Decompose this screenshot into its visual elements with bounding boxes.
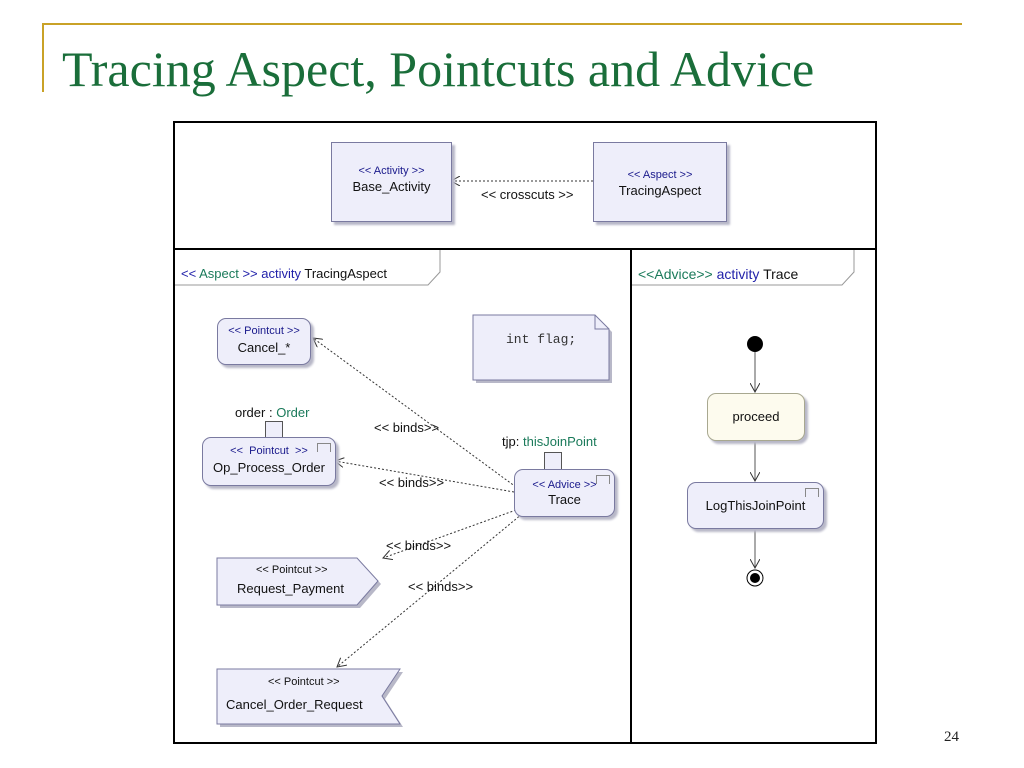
page-number: 24: [944, 729, 959, 745]
pointcut-cancel-order-request-name: Cancel_Order_Request: [226, 697, 363, 712]
tracing-aspect-box[interactable]: << Aspect >> TracingAspect: [593, 142, 727, 222]
pointcut-op-process-order-name: Op_Process_Order: [213, 460, 325, 475]
aspect-header-stereo-word: Aspect: [199, 266, 239, 281]
crosscuts-label: << crosscuts >>: [481, 187, 574, 202]
tjp-param-name: tjp: [502, 434, 516, 449]
advice-header-name: Trace: [763, 266, 799, 282]
advice-header-stereo: <<Advice>>: [638, 266, 713, 282]
tracing-aspect-stereotype: << Aspect >>: [627, 169, 693, 181]
pointcut-request-payment-stereotype: << Pointcut >>: [256, 564, 328, 576]
binds-connector-request-payment: [383, 509, 517, 558]
binds-connector-cancel: [313, 338, 517, 488]
log-this-join-point-label: LogThisJoinPoint: [705, 498, 806, 513]
order-param-label: order : Order: [235, 405, 309, 420]
aspect-panel-header: << Aspect >> activity TracingAspect: [181, 266, 387, 281]
activity-corner-icon: [596, 475, 610, 484]
pointcut-cancel-order-request-stereotype: << Pointcut >>: [268, 676, 340, 688]
advice-trace-stereotype: << Advice >>: [532, 479, 597, 491]
tjp-param-type: thisJoinPoint: [522, 434, 597, 449]
binds-label-op-process-order: << binds>>: [379, 475, 445, 490]
tjp-param-sep: :: [515, 434, 520, 449]
binds-label-cancel-order-request: << binds>>: [408, 579, 474, 594]
base-activity-stereotype: << Activity >>: [358, 165, 425, 177]
slide-title: Tracing Aspect, Pointcuts and Advice: [62, 41, 815, 97]
order-param-sep: :: [268, 405, 273, 420]
pointcut-cancel-name: Cancel_*: [237, 340, 291, 355]
aspect-header-stereo-close: >>: [238, 266, 258, 281]
advice-trace-name: Trace: [548, 492, 581, 507]
tracing-aspect-name: TracingAspect: [618, 183, 702, 198]
binds-label-request-payment: << binds>>: [386, 538, 452, 553]
aspect-header-name: TracingAspect: [304, 266, 387, 281]
order-param-name: order: [235, 405, 266, 420]
advice-trace-box[interactable]: << Advice >> Trace: [514, 469, 615, 517]
advice-panel-header-tab: [632, 250, 855, 286]
order-param-type: Order: [276, 405, 310, 420]
tjp-param-pin: [544, 452, 562, 470]
cancel-order-request-shape: [216, 668, 401, 725]
proceed-action[interactable]: proceed: [707, 393, 805, 441]
pointcut-op-process-order-stereotype: << Pointcut >>: [230, 445, 308, 457]
pointcut-request-payment-name: Request_Payment: [237, 581, 344, 596]
note-shape: [472, 314, 610, 381]
pointcut-cancel-stereotype: << Pointcut >>: [228, 325, 300, 337]
aspect-panel-header-tab: [175, 250, 441, 286]
note-text: int flag;: [506, 332, 577, 347]
advice-header-kind: activity: [716, 266, 760, 282]
binds-label-cancel: << binds>>: [374, 420, 440, 435]
diagram-frame: [173, 121, 877, 744]
pointcut-op-process-order-box[interactable]: << Pointcut >> Op_Process_Order: [202, 437, 336, 486]
proceed-label: proceed: [732, 409, 780, 424]
activity-corner-icon: [317, 443, 331, 452]
initial-node: [747, 336, 763, 352]
aspect-header-stereo-open: <<: [181, 266, 200, 281]
aspect-header-kind: activity: [261, 266, 301, 281]
log-this-join-point-action[interactable]: LogThisJoinPoint: [687, 482, 824, 529]
pointcut-cancel-box[interactable]: << Pointcut >> Cancel_*: [217, 318, 311, 365]
tjp-param-label: tjp: thisJoinPoint: [502, 434, 597, 449]
advice-panel-header: <<Advice>> activity Trace: [638, 266, 798, 282]
base-activity-name: Base_Activity: [352, 179, 431, 194]
binds-connector-cancel-order-request: [337, 513, 523, 667]
base-activity-box[interactable]: << Activity >> Base_Activity: [331, 142, 452, 222]
activity-corner-icon: [805, 488, 819, 497]
request-payment-shape: [216, 557, 379, 606]
